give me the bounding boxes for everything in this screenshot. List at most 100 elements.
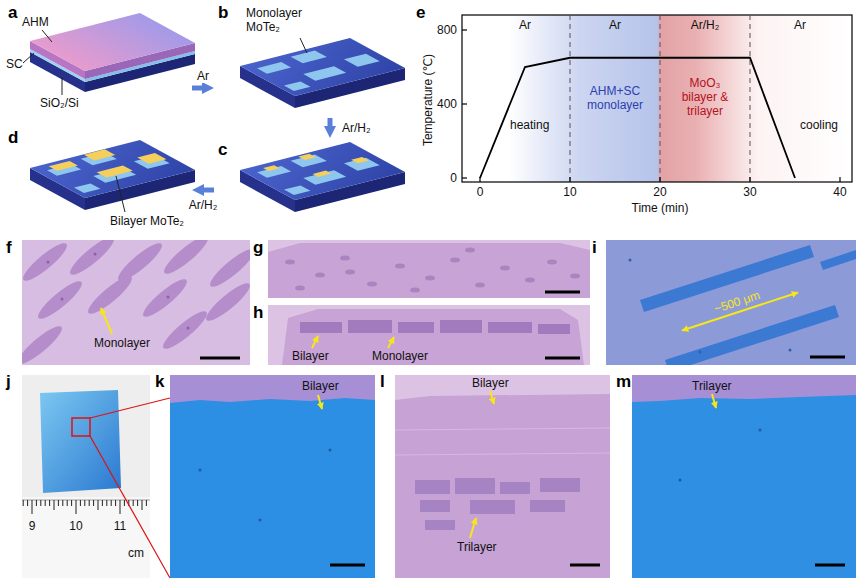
- wafer-schematic: [45, 142, 170, 184]
- wafer-schematic: [344, 54, 380, 67]
- micrograph: [415, 480, 450, 494]
- unit-label: cm: [128, 546, 144, 560]
- ruler-number: 11: [114, 519, 126, 533]
- schematic-panel: aAHM SC SiO₂/Si: [5, 3, 192, 114]
- layer-label: SC: [6, 57, 23, 71]
- wafer-schematic: [137, 153, 166, 164]
- wafer-schematic: [49, 161, 78, 171]
- zoom-line: [90, 398, 170, 418]
- ruler-number: 10: [69, 519, 82, 533]
- leader-line: [23, 53, 34, 63]
- micrograph: [388, 337, 394, 348]
- micrograph: [167, 296, 170, 299]
- micrograph: [139, 275, 191, 322]
- micrograph: [425, 520, 455, 530]
- micrograph: [345, 270, 355, 275]
- micrograph: [395, 453, 610, 455]
- leader-line: [300, 38, 307, 53]
- zoom-line: [90, 398, 170, 578]
- zoom-line: [90, 436, 170, 578]
- tick-label: 0: [450, 171, 457, 185]
- layer-label: Trilayer: [455, 540, 499, 554]
- layer-label: SiO₂/Si: [40, 96, 79, 110]
- leader-line: [62, 77, 63, 95]
- micrograph: [545, 357, 580, 360]
- micrograph: [268, 305, 590, 365]
- micrograph: [632, 375, 856, 578]
- wafer-schematic: [240, 38, 405, 108]
- micrograph: [488, 322, 532, 333]
- temperature-chart: [570, 15, 571, 182]
- wafer-schematic: [344, 158, 380, 171]
- tick-label: 20: [653, 185, 666, 199]
- tick-label: 400: [437, 97, 457, 111]
- micrograph: [632, 375, 856, 578]
- temperature-chart: [462, 15, 852, 182]
- layer-label: AHM: [22, 15, 49, 29]
- process-arrow: [192, 86, 202, 91]
- temperature-chart: [659, 177, 660, 182]
- micrograph: [759, 429, 762, 432]
- micrograph: [329, 449, 332, 452]
- micrograph: [170, 375, 375, 578]
- leader-line: [116, 176, 125, 212]
- tick-label: 30: [743, 185, 756, 199]
- temperature-chart: [750, 15, 751, 182]
- micrograph: [312, 336, 318, 348]
- micrograph: [820, 250, 856, 270]
- micrograph: [348, 320, 392, 333]
- micrograph: [440, 320, 482, 333]
- micrograph: [22, 240, 250, 365]
- micrograph: [282, 309, 584, 365]
- micrograph: [199, 449, 332, 522]
- wafer-schematic: [97, 165, 133, 177]
- micrograph: [315, 273, 325, 278]
- wafer-schematic: [313, 171, 332, 177]
- dimension-label: ~500 μm: [712, 288, 761, 316]
- gas-label: Ar: [519, 18, 531, 32]
- panel-letter: a: [8, 3, 17, 23]
- temperature-chart: [462, 177, 467, 178]
- temperature-chart: [749, 177, 750, 182]
- gas-label: Ar: [609, 18, 621, 32]
- micrograph: [170, 375, 375, 578]
- layer-label: Monolayer: [92, 336, 152, 350]
- stage-label: heating: [510, 118, 549, 132]
- micrograph: [455, 478, 495, 494]
- micrograph: [425, 276, 435, 281]
- stage-label: cooling: [800, 118, 838, 132]
- wafer-schematic: [30, 140, 195, 210]
- micrograph: [450, 258, 460, 263]
- micrograph: [810, 356, 845, 359]
- panel-letter: f: [6, 238, 12, 258]
- micrograph: [22, 240, 71, 285]
- micrograph: [22, 322, 66, 365]
- micrograph: [530, 500, 565, 512]
- micrograph: [34, 277, 86, 324]
- tick-label: 0: [477, 185, 484, 199]
- micrograph: [570, 564, 600, 567]
- leader-line: [42, 30, 52, 42]
- panel-letter: e: [416, 3, 425, 23]
- temperature-chart: [570, 15, 750, 182]
- panel-letter: k: [155, 372, 164, 392]
- micrograph: [159, 307, 211, 354]
- wafer-schematic: [284, 185, 310, 195]
- edge-label: Ar/H₂: [340, 121, 373, 135]
- micrograph: [340, 256, 350, 261]
- micrograph: [300, 322, 342, 333]
- temperature-chart: [480, 58, 795, 178]
- wafer-schematic: [284, 81, 310, 91]
- panel-letter: l: [380, 372, 385, 392]
- micrograph: [545, 291, 580, 294]
- micrograph: [318, 395, 322, 409]
- wafer-schematic: [291, 50, 327, 63]
- process-arrow: [204, 188, 214, 193]
- edge-label: Ar/H₂: [187, 198, 220, 212]
- micrograph: [268, 243, 590, 298]
- schematic-panel: dBilayer MoTe₂: [5, 128, 192, 236]
- photo: [22, 375, 150, 578]
- micrograph: [202, 279, 250, 326]
- micrograph: [415, 478, 580, 530]
- panel-letter: b: [218, 3, 228, 23]
